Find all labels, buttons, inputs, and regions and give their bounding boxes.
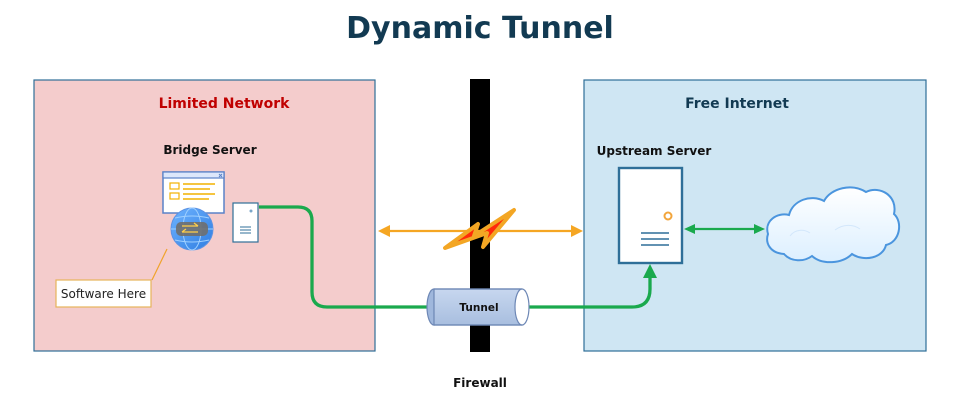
server-icon <box>232 202 259 243</box>
window-icon <box>162 171 225 214</box>
software-callout-text: Software Here <box>61 287 146 301</box>
right-tunnel-connection <box>522 273 652 309</box>
software-callout-box <box>55 279 152 308</box>
firewall-bar <box>470 79 490 352</box>
free-internet-title: Free Internet <box>685 96 789 112</box>
tunnel-label: Tunnel <box>459 302 498 314</box>
limited-network-title: Limited Network <box>159 96 291 112</box>
server-icon <box>617 166 684 265</box>
bridge-server-label: Bridge Server <box>163 143 256 157</box>
firewall-label: Firewall <box>453 376 507 390</box>
left-tunnel-connection <box>259 205 434 309</box>
cloud-icon <box>766 186 901 264</box>
lightning-icon <box>443 208 516 250</box>
globe-icon <box>170 207 214 251</box>
callout-leader-line <box>151 248 168 281</box>
page-title: Dynamic Tunnel <box>346 11 614 46</box>
tunnel-shape <box>426 288 530 326</box>
upstream-server-label: Upstream Server <box>597 144 712 158</box>
upstream-arrowhead <box>643 264 657 278</box>
bidirectional-link-server-cloud <box>684 224 765 234</box>
